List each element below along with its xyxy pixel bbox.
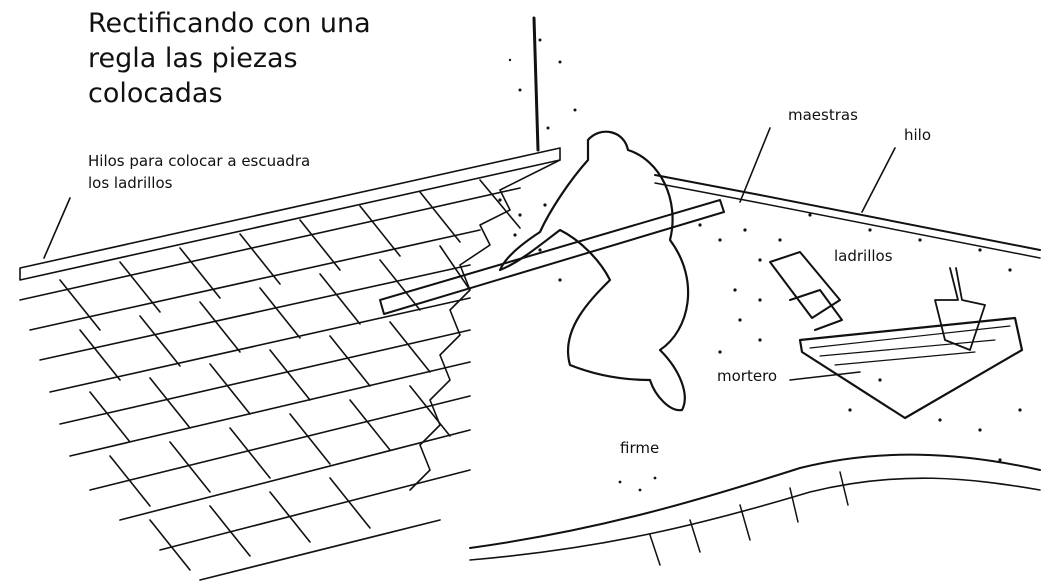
label-maestras: maestras: [788, 106, 858, 124]
wall-corner-line: [532, 16, 540, 152]
label-ladrillos: ladrillos: [834, 247, 893, 265]
trowel: [934, 267, 986, 351]
label-hilo: hilo: [904, 126, 932, 144]
ground-section: [469, 453, 1041, 549]
label-mortero: mortero: [717, 367, 778, 385]
label-firme: firme: [620, 439, 660, 457]
mortar-tray: [798, 316, 1024, 420]
wall-baseline-2: [654, 182, 1041, 259]
figure-title: Rectificando con una regla las piezas co…: [88, 8, 371, 109]
herringbone-floor: [19, 147, 561, 581]
leader-mortero: [789, 371, 861, 381]
label-hilos: Hilos para colocar a escuadra los ladril…: [88, 152, 311, 192]
leader-maestras: [739, 127, 771, 203]
straightedge: [379, 199, 725, 315]
leader-hilo: [861, 147, 896, 213]
sand-texture: [498, 38, 1022, 492]
worker: [498, 130, 690, 412]
leader-hilos: [43, 197, 71, 259]
wall-baseline: [654, 174, 1041, 251]
brick-stack: [769, 251, 843, 331]
